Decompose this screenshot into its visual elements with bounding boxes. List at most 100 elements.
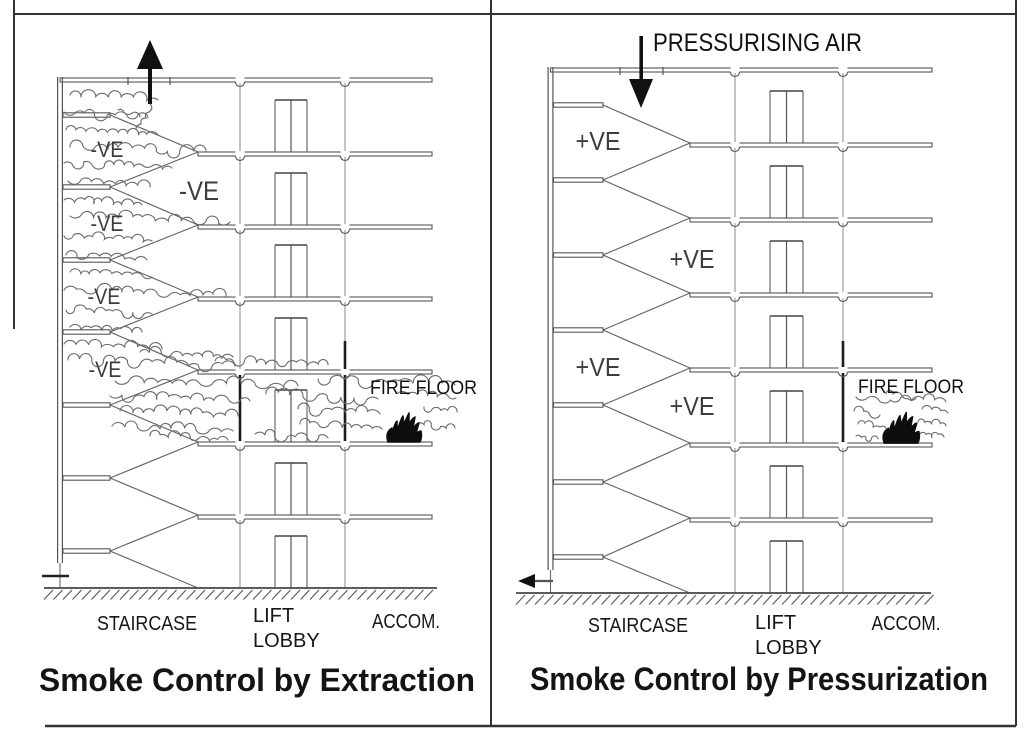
funnel-upper-line xyxy=(109,441,199,479)
pressurise-arrow-head xyxy=(629,79,653,108)
zone-label-lobby: LOBBY xyxy=(755,637,822,659)
funnel-upper-line xyxy=(602,142,691,181)
staircase-ledge xyxy=(62,184,111,190)
smoke-scribble xyxy=(417,420,456,431)
positive-pressure-label: +VE xyxy=(576,352,621,382)
ground-hatch xyxy=(525,594,535,605)
funnel-upper-line xyxy=(109,151,199,188)
smoke-scribble xyxy=(397,389,457,400)
smoke-scribble xyxy=(917,418,947,427)
notch-mask xyxy=(235,369,245,375)
ground-hatch xyxy=(262,589,272,600)
ground-hatch xyxy=(895,594,906,605)
slab-notch xyxy=(837,446,849,453)
slab-notch xyxy=(729,296,741,303)
smoke-scribble xyxy=(65,250,148,261)
zone-label-lobby: LOBBY xyxy=(253,630,320,652)
smoke-wisp xyxy=(135,103,153,130)
notch-mask xyxy=(340,441,350,447)
smoke-scribbles xyxy=(63,89,458,443)
smoke-scribble xyxy=(69,209,231,226)
slab-notch xyxy=(234,81,246,88)
ground-hatch xyxy=(715,594,725,605)
funnel-upper-line xyxy=(602,517,691,558)
funnel-upper-line xyxy=(602,367,691,406)
ground-hatch xyxy=(366,589,377,600)
extract-arrow-icon xyxy=(135,40,163,130)
slab-notch xyxy=(234,373,246,380)
smoke-scribbles xyxy=(853,389,949,442)
negative-pressure-label: -VE xyxy=(91,211,124,236)
funnel-lower-line xyxy=(602,329,691,369)
ground-hatch xyxy=(309,589,320,600)
notch-mask xyxy=(730,517,740,523)
notch-mask xyxy=(838,67,848,73)
ground-hatch xyxy=(601,594,611,605)
smoke-scribble xyxy=(63,195,143,207)
staircase-ledge xyxy=(62,548,111,554)
ground-hatch xyxy=(515,594,526,605)
ground-hatch xyxy=(300,589,310,600)
ground-hatch xyxy=(72,589,82,600)
ground-hatch xyxy=(553,594,564,605)
ground-hatch xyxy=(205,589,215,600)
smoke-scribble xyxy=(855,393,947,404)
ground-hatch xyxy=(357,589,367,600)
smoke-scribble xyxy=(139,345,234,360)
negative-pressure-label: -VE xyxy=(88,284,121,309)
ground-hatch xyxy=(233,589,244,600)
roof-slab xyxy=(59,77,433,83)
roof-slab xyxy=(549,67,933,73)
ground-hatch xyxy=(167,589,177,600)
ground-hatch xyxy=(591,594,602,605)
notch-mask xyxy=(235,441,245,447)
smoke-scribble xyxy=(65,124,159,136)
ground-hatch xyxy=(705,594,716,605)
ground-hatch xyxy=(762,594,773,605)
funnel-lower-line xyxy=(109,331,199,371)
zone-label-accom: ACCOM. xyxy=(872,613,941,635)
smoke-scribble xyxy=(853,405,881,419)
funnel-upper-line xyxy=(109,514,199,552)
staircase-ledge xyxy=(552,102,604,108)
ground-hatch xyxy=(110,589,120,600)
notch-mask xyxy=(340,224,350,230)
ground-hatch xyxy=(791,594,801,605)
staircase-ledge xyxy=(62,257,111,263)
funnel-lower-line xyxy=(602,254,691,294)
smoke-scribble xyxy=(885,389,917,401)
floor-slab xyxy=(197,224,433,230)
ground-hatch xyxy=(385,589,396,600)
notch-mask xyxy=(838,142,848,148)
ground-hatch xyxy=(876,594,887,605)
slab-notch xyxy=(729,71,741,78)
slab-notch xyxy=(234,518,246,525)
floor-slab xyxy=(689,442,933,448)
ground-hatch xyxy=(905,594,915,605)
notch-mask xyxy=(838,292,848,298)
floor-slab xyxy=(689,367,933,373)
ground-hatch xyxy=(686,594,697,605)
notch-mask xyxy=(340,151,350,157)
ground-hatch xyxy=(677,594,687,605)
negative-pressure-label: -VE xyxy=(179,176,219,206)
zone-label-accom: ACCOM. xyxy=(372,611,440,633)
smoke-scribble xyxy=(317,374,456,389)
notch-mask xyxy=(235,224,245,230)
ground-hatch xyxy=(534,594,545,605)
ground-hatch xyxy=(395,589,405,600)
smoke-scribble xyxy=(119,404,239,419)
ground-hatch xyxy=(582,594,592,605)
slab-notch xyxy=(339,228,351,235)
smoke-scribble xyxy=(65,304,153,320)
positive-pressure-label: +VE xyxy=(670,244,715,274)
smoke-scribble xyxy=(69,89,159,103)
staircase-ledge xyxy=(552,327,604,333)
floor-slab xyxy=(197,296,433,302)
notch-mask xyxy=(235,514,245,520)
zone-label-lift: LIFT xyxy=(253,605,294,627)
ground-hatch xyxy=(347,589,358,600)
smoke-scribble xyxy=(117,108,141,118)
notch-mask xyxy=(730,292,740,298)
